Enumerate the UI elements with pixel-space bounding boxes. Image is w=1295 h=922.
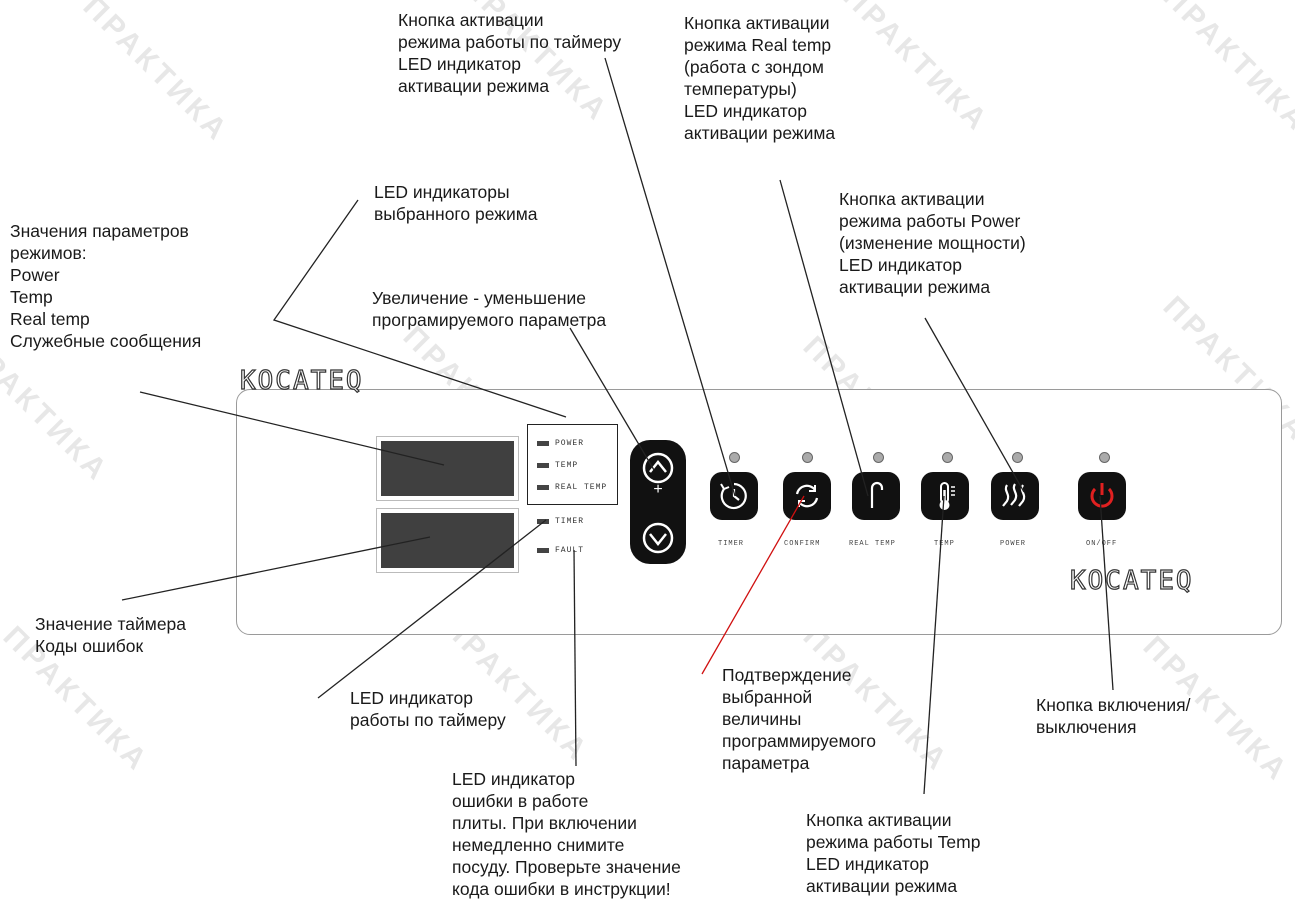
onoff-caption: ON/OFF <box>1086 540 1118 548</box>
leader-power <box>924 317 1025 493</box>
leader-real-temp <box>779 179 869 497</box>
timer-caption: TIMER <box>718 540 745 548</box>
real-temp-button[interactable] <box>852 472 900 520</box>
confirm-icon <box>795 484 819 508</box>
leader-confirm <box>701 495 805 675</box>
confirm-led <box>802 452 813 463</box>
power-icon <box>1090 483 1114 508</box>
label-led-fault: LED индикатор ошибки в работе плиты. При… <box>452 769 681 899</box>
label-timer-value: Значение таймера Коды ошибок <box>35 614 187 656</box>
leader-plus-minus <box>569 327 655 471</box>
leader-led-fault <box>573 549 577 767</box>
label-real-temp-button: Кнопка активации режима Real temp (работ… <box>684 13 836 143</box>
brand-logo-top: KOCATEQ <box>239 365 364 396</box>
power-button[interactable] <box>991 472 1039 520</box>
leader-temp <box>923 495 945 795</box>
led-power: POWER <box>537 437 584 449</box>
leader-led-timer <box>317 519 547 699</box>
real-temp-caption: REAL TEMP <box>849 540 896 548</box>
label-onoff: Кнопка включения/ выключения <box>1036 695 1191 737</box>
label-timer-button: Кнопка активации режима работы по таймер… <box>398 10 622 96</box>
label-param-values: Значения параметров режимов: Power Temp … <box>10 221 202 351</box>
minus-button[interactable] <box>642 522 674 554</box>
label-led-modes: LED индикаторы выбранного режима <box>374 182 538 224</box>
label-temp-button: Кнопка активации режима работы Temp LED … <box>806 810 981 896</box>
led-timer: TIMER <box>537 515 584 527</box>
temp-caption: TEMP <box>934 540 955 548</box>
mode-led-group <box>527 424 618 505</box>
timer-display <box>377 509 518 572</box>
led-real-temp: REAL TEMP <box>537 481 607 493</box>
led-temp: TEMP <box>537 459 578 471</box>
label-power-button: Кнопка активации режима работы Power (из… <box>839 189 1026 297</box>
confirm-button[interactable] <box>783 472 831 520</box>
heat-icon <box>1002 483 1026 507</box>
onoff-button[interactable] <box>1078 472 1126 520</box>
brand-logo-bottom: KOCATEQ <box>1069 565 1194 596</box>
probe-icon <box>870 481 884 508</box>
led-fault: FAULT <box>537 544 584 556</box>
leader-led-modes <box>272 199 567 418</box>
temp-led <box>942 452 953 463</box>
timer-led <box>729 452 740 463</box>
label-plus-minus: Увеличение - уменьшение програмируемого … <box>372 288 607 330</box>
timer-button[interactable] <box>710 472 758 520</box>
leader-param-display <box>139 391 445 466</box>
real-temp-led <box>873 452 884 463</box>
svg-text:+: + <box>653 481 662 498</box>
power-led <box>1012 452 1023 463</box>
parameter-display <box>377 437 518 500</box>
power-caption: POWER <box>1000 540 1027 548</box>
leader-onoff <box>1099 495 1114 691</box>
label-confirm: Подтверждение выбранной величины програм… <box>722 665 876 773</box>
confirm-caption: CONFIRM <box>784 540 821 548</box>
leader-timer-display <box>121 536 431 601</box>
leader-timer <box>604 57 736 497</box>
onoff-led <box>1099 452 1110 463</box>
label-led-timer: LED индикатор работы по таймеру <box>350 688 506 730</box>
temp-button[interactable] <box>921 472 969 520</box>
plus-minus-rocker: + <box>630 440 686 564</box>
